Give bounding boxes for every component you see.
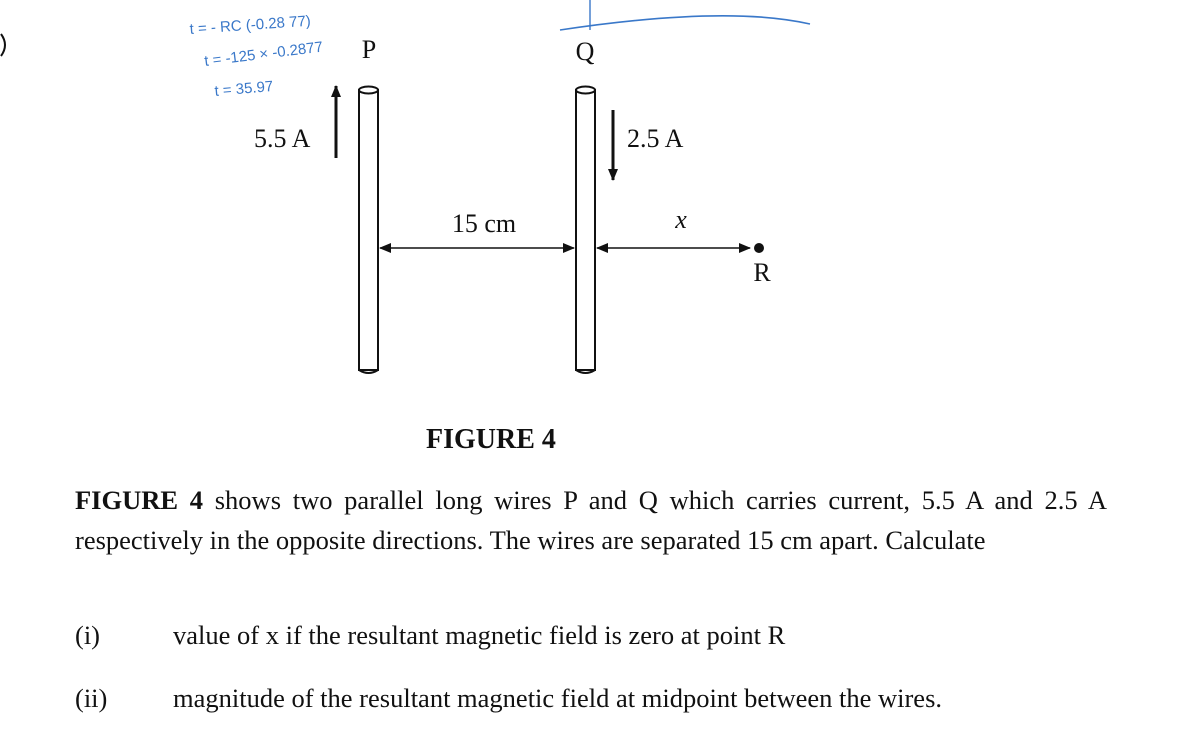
part-text: value of x if the resultant magnetic fie…	[173, 620, 786, 650]
current-p-label: 5.5 A	[254, 124, 311, 153]
figure-reference: FIGURE 4	[75, 485, 204, 515]
wire-q-label: Q	[576, 37, 595, 66]
wire-p	[358, 85, 379, 374]
question-part-i: (i) value of x if the resultant magnetic…	[0, 620, 1185, 660]
current-q-label: 2.5 A	[627, 124, 684, 153]
separation-label: 15 cm	[452, 209, 516, 238]
wire-q	[575, 85, 596, 374]
question-part-ii: (ii) magnitude of the resultant magnetic…	[0, 683, 1185, 723]
handwritten-stroke	[559, 14, 811, 31]
annotation-line-3: t = 35.97	[214, 78, 274, 100]
annotation-line-1: t = - RC (-0.28 77)	[189, 13, 311, 38]
part-text: magnitude of the resultant magnetic fiel…	[173, 683, 943, 713]
question-body: shows two parallel long wires P and Q wh…	[75, 485, 1107, 555]
annotation-line-2: t = -125 × -0.2877	[203, 39, 323, 70]
point-r-label: R	[753, 258, 771, 287]
cropped-bracket	[0, 33, 6, 57]
part-number: (ii)	[75, 683, 108, 713]
question-paragraph: FIGURE 4 shows two parallel long wires P…	[75, 480, 1107, 560]
distance-x-label: x	[674, 205, 687, 234]
wire-p-label: P	[362, 35, 376, 64]
figure-caption: FIGURE 4	[426, 424, 556, 455]
figure-4-diagram: t = - RC (-0.28 77) t = -125 × -0.2877 t…	[0, 0, 811, 374]
point-r-dot	[754, 243, 764, 253]
part-number: (i)	[75, 620, 101, 650]
